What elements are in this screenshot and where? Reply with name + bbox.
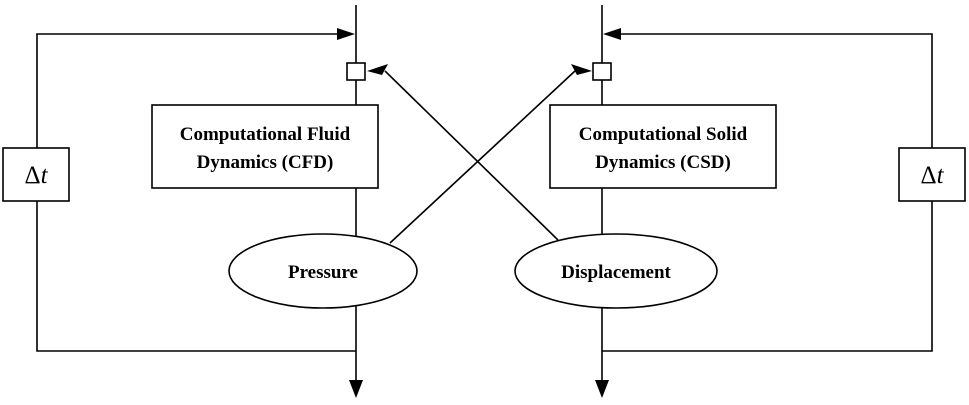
csd-box-line2: Dynamics (CSD) — [595, 152, 731, 173]
cfd-box-line1: Computational Fluid — [180, 124, 351, 145]
csd-time-loop-arrowhead — [603, 28, 621, 40]
time-step-box-right: Δt — [898, 147, 966, 202]
displacement-ellipse: Displacement — [514, 233, 718, 309]
pressure-ellipse: Pressure — [228, 233, 418, 309]
pressure-to-csd-arrowhead — [571, 64, 592, 75]
cfd-box: Computational Fluid Dynamics (CFD) — [151, 104, 379, 189]
pressure-label: Pressure — [288, 262, 358, 283]
cfd-time-loop-arrowhead — [337, 28, 355, 40]
cfd-box-line2: Dynamics (CFD) — [197, 152, 334, 173]
csd-box: Computational Solid Dynamics (CSD) — [549, 104, 777, 189]
displacement-to-cfd-arrowhead — [367, 64, 388, 75]
csd-box-line1: Computational Solid — [579, 124, 748, 145]
time-step-label-right: Δt — [920, 162, 944, 189]
pressure-to-csd-line — [389, 70, 576, 244]
csd-output-arrowhead — [595, 380, 609, 398]
cfd-output-arrowhead — [349, 380, 363, 398]
displacement-label: Displacement — [561, 262, 671, 283]
cfd-coupling-node — [346, 62, 366, 81]
time-step-label-left: Δt — [24, 162, 48, 189]
displacement-to-cfd-line — [384, 70, 559, 241]
csd-coupling-node — [592, 62, 612, 81]
time-step-box-left: Δt — [2, 147, 70, 202]
